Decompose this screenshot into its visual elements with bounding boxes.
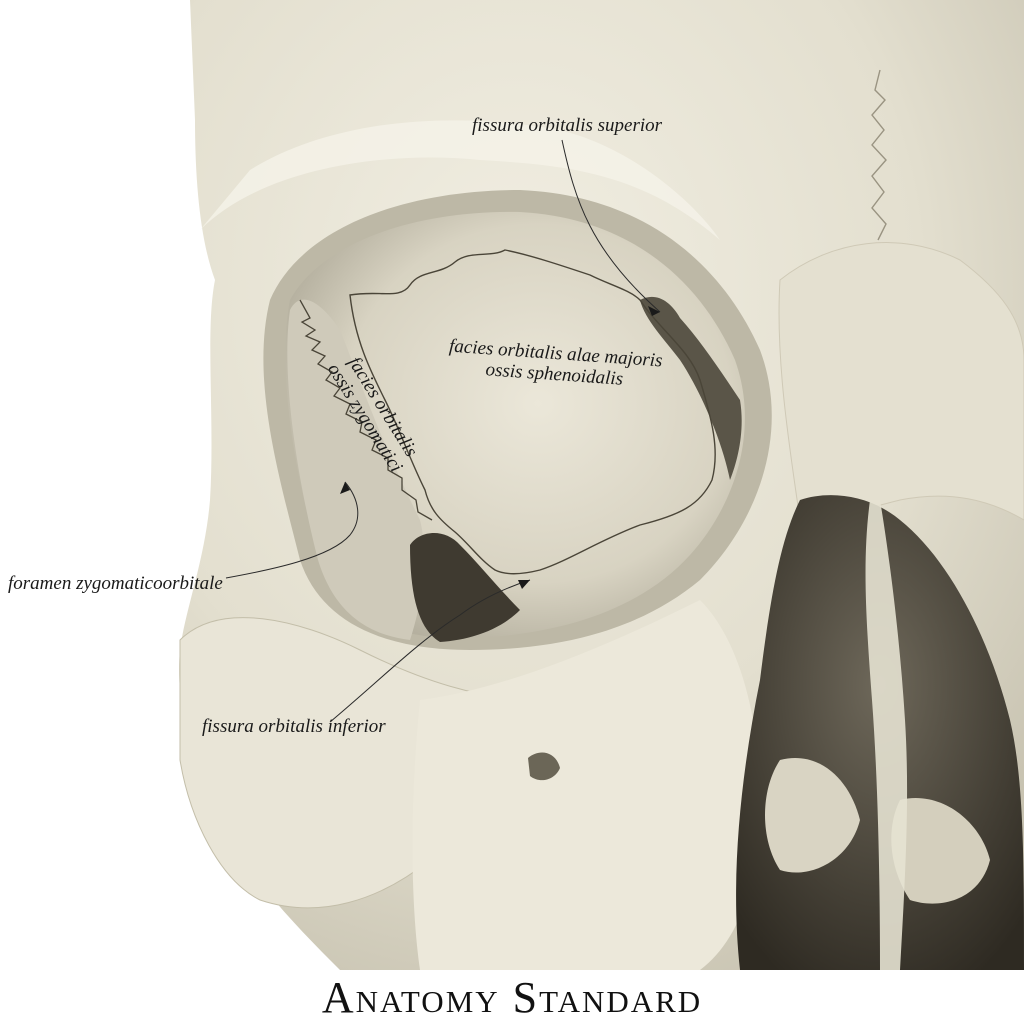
brand-bar — [0, 970, 1024, 1024]
nasal-concha — [765, 758, 860, 873]
nasal-septum — [865, 500, 908, 970]
label-fissura-orbitalis-inferior: fissura orbitalis inferior — [202, 716, 386, 737]
zygomatic-orbital-face — [287, 299, 425, 640]
arrow-fissura-orbitalis-superior — [648, 306, 660, 316]
leader-foramen-zygomaticoorbitale — [225, 481, 359, 579]
frontal-suture — [871, 69, 887, 241]
label-foramen-zygomaticoorbitale: foramen zygomaticoorbitale — [8, 573, 223, 594]
zygomatic-suture — [299, 299, 433, 521]
sphenoid-suture — [349, 249, 716, 575]
leader-fissura-orbitalis-superior — [561, 139, 661, 313]
brow-ridge — [200, 120, 720, 240]
infraorbital-foramen — [528, 752, 560, 781]
nasal-bone — [778, 242, 1024, 521]
label-fissura-orbitalis-superior: fissura orbitalis superior — [472, 115, 663, 136]
leader-fissura-orbitalis-inferior — [329, 579, 531, 723]
inferior-fissure — [410, 532, 520, 642]
superior-fissure — [640, 296, 742, 480]
arrow-foramen-zygomaticoorbitale — [340, 482, 350, 494]
nasal-concha — [891, 798, 990, 904]
brand-wordmark: Anatomy Standard — [321, 973, 703, 1022]
arrow-fissura-orbitalis-inferior — [518, 580, 530, 589]
maxilla — [412, 600, 760, 970]
